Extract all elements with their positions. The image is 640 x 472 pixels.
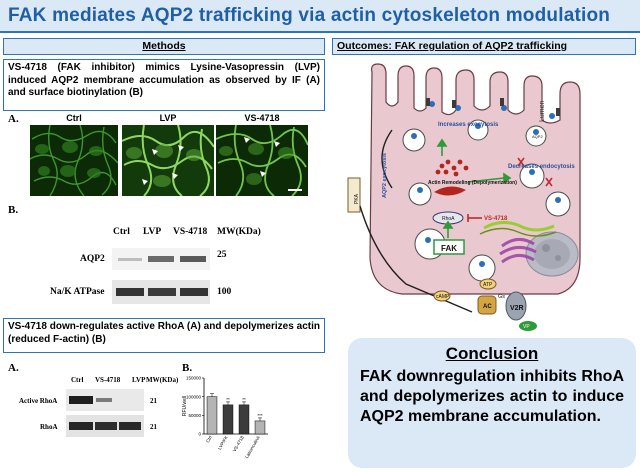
blot2-mw-rhoa: 21	[150, 423, 157, 431]
atp-tag	[479, 278, 497, 290]
chart-category-label: VS-4718	[232, 435, 245, 453]
chart-bar	[238, 404, 250, 435]
blot2-row-active-rhoa: Active RhoA	[19, 397, 58, 405]
vesicle	[467, 119, 489, 141]
ac-label: AC	[483, 304, 492, 310]
chart-category-label: Ctrl	[205, 435, 213, 444]
blot1-col-mw: MW(KDa)	[217, 227, 261, 237]
ac-protein	[477, 295, 497, 315]
conclusion-box: Conclusion FAK downregulation inhibits R…	[348, 338, 636, 468]
blot1-row-aqp2: AQP2	[80, 254, 105, 264]
gs-label: Gs	[498, 294, 505, 300]
chart-y-tick-label: 0	[198, 432, 201, 437]
chart-bar	[206, 396, 218, 435]
micrograph-vs4718	[216, 125, 308, 196]
pka-label: PKA	[354, 193, 360, 204]
vesicle	[468, 254, 496, 282]
chart-y-tick-label: 50000	[188, 413, 201, 418]
methods-summary-1: VS-4718 (FAK inhibitor) mimics Lysine-Va…	[3, 59, 325, 111]
actin-remodeling-label: Actin Remodeling (Depolymerization)	[428, 180, 517, 186]
page-title: FAK mediates AQP2 trafficking via actin …	[8, 4, 611, 26]
aqp2-exocytosis-label: AQP2 exocytosis	[382, 153, 388, 198]
vp-label: VP	[523, 324, 530, 330]
rhoa-label: RhoA	[442, 216, 455, 222]
blot2-col-mw: MW(KDa)	[146, 376, 179, 384]
micrograph-lvp	[122, 125, 214, 196]
fak-box	[433, 239, 465, 255]
blot1-col-ctrl: Ctrl	[113, 227, 130, 237]
lumen-label: Lumen	[539, 100, 546, 122]
aqp2-tag: AQP2	[532, 134, 543, 139]
blot1-col-vs4718: VS-4718	[173, 227, 208, 237]
conclusion-body: FAK downregulation inhibits RhoA and dep…	[360, 368, 624, 425]
blot1-band-nak	[112, 280, 210, 304]
blot2-band-active-rhoa	[66, 389, 144, 411]
v2r-receptor	[505, 291, 527, 321]
blot2-row-rhoa: RhoA	[40, 423, 58, 431]
vesicle	[545, 191, 571, 217]
vesicle	[402, 128, 426, 152]
blot2-col-lvp: LVP	[132, 376, 146, 384]
conclusion-title: Conclusion	[445, 344, 539, 363]
aqp2-trafficking-diagram: Lumen Increases exocytosis Decreases end…	[332, 58, 636, 334]
chart-significance-label: ***	[257, 413, 263, 418]
vesicle	[519, 163, 545, 189]
chart-ylabel: RFU/well	[182, 396, 188, 416]
v2r-label: V2R	[510, 305, 524, 312]
blot1-band-aqp2	[112, 248, 210, 270]
panel2-b-label: B.	[182, 362, 193, 374]
vp-ligand	[519, 321, 537, 331]
chart-bar	[254, 420, 266, 435]
golgi	[499, 238, 537, 264]
chart-significance-label: **	[226, 397, 230, 402]
micro-label-ctrl: Ctrl	[66, 113, 82, 123]
camp-label: cAMP	[436, 294, 450, 300]
pka-box	[347, 177, 361, 213]
chart-y-tick-label: 100000	[186, 394, 202, 399]
blot2-band-rhoa	[66, 415, 144, 437]
chart-bar	[222, 404, 234, 435]
atp-label: ATP	[483, 282, 493, 288]
blot2-col-vs4718: VS-4718	[95, 376, 121, 384]
chart-category-label: LatrunculinA	[244, 435, 261, 459]
header-bar: FAK mediates AQP2 trafficking via actin …	[0, 0, 640, 33]
chart-category-label: LVP/FK	[217, 435, 229, 451]
outcomes-label: Outcomes: FAK regulation of AQP2 traffic…	[332, 38, 636, 55]
camp-tag	[433, 290, 451, 302]
decreases-endocytosis-label: Decreases endocytosis	[508, 164, 575, 170]
blot1-mw-nak: 100	[217, 287, 232, 297]
panel2-a-label: A.	[8, 362, 19, 374]
vs4718-label: VS-4718	[484, 216, 508, 222]
panel-b-label: B.	[8, 204, 19, 216]
methods-summary-2: VS-4718 down-regulates active RhoA (A) a…	[3, 318, 325, 353]
methods-label: Methods	[3, 38, 325, 55]
panel-a-label: A.	[8, 113, 19, 125]
chart-significance-label: **	[242, 397, 246, 402]
fak-label: FAK	[441, 244, 457, 253]
chart-y-tick-label: 150000	[186, 376, 202, 381]
vesicle	[525, 125, 547, 147]
blot1-mw-aqp2: 25	[217, 250, 227, 260]
micrograph-ctrl	[30, 125, 118, 196]
micro-label-lvp: LVP	[159, 113, 177, 123]
micro-label-vs4718: VS-4718	[244, 113, 280, 123]
blot1-row-nak: Na/K ATPase	[50, 287, 105, 297]
blot2-col-ctrl: Ctrl	[71, 376, 84, 384]
increases-exocytosis-label: Increases exocytosis	[438, 122, 499, 128]
actin-cluster	[435, 159, 469, 177]
blot2-mw-active: 21	[150, 397, 157, 405]
vesicle	[408, 182, 432, 206]
blot1-col-lvp: LVP	[143, 227, 162, 237]
